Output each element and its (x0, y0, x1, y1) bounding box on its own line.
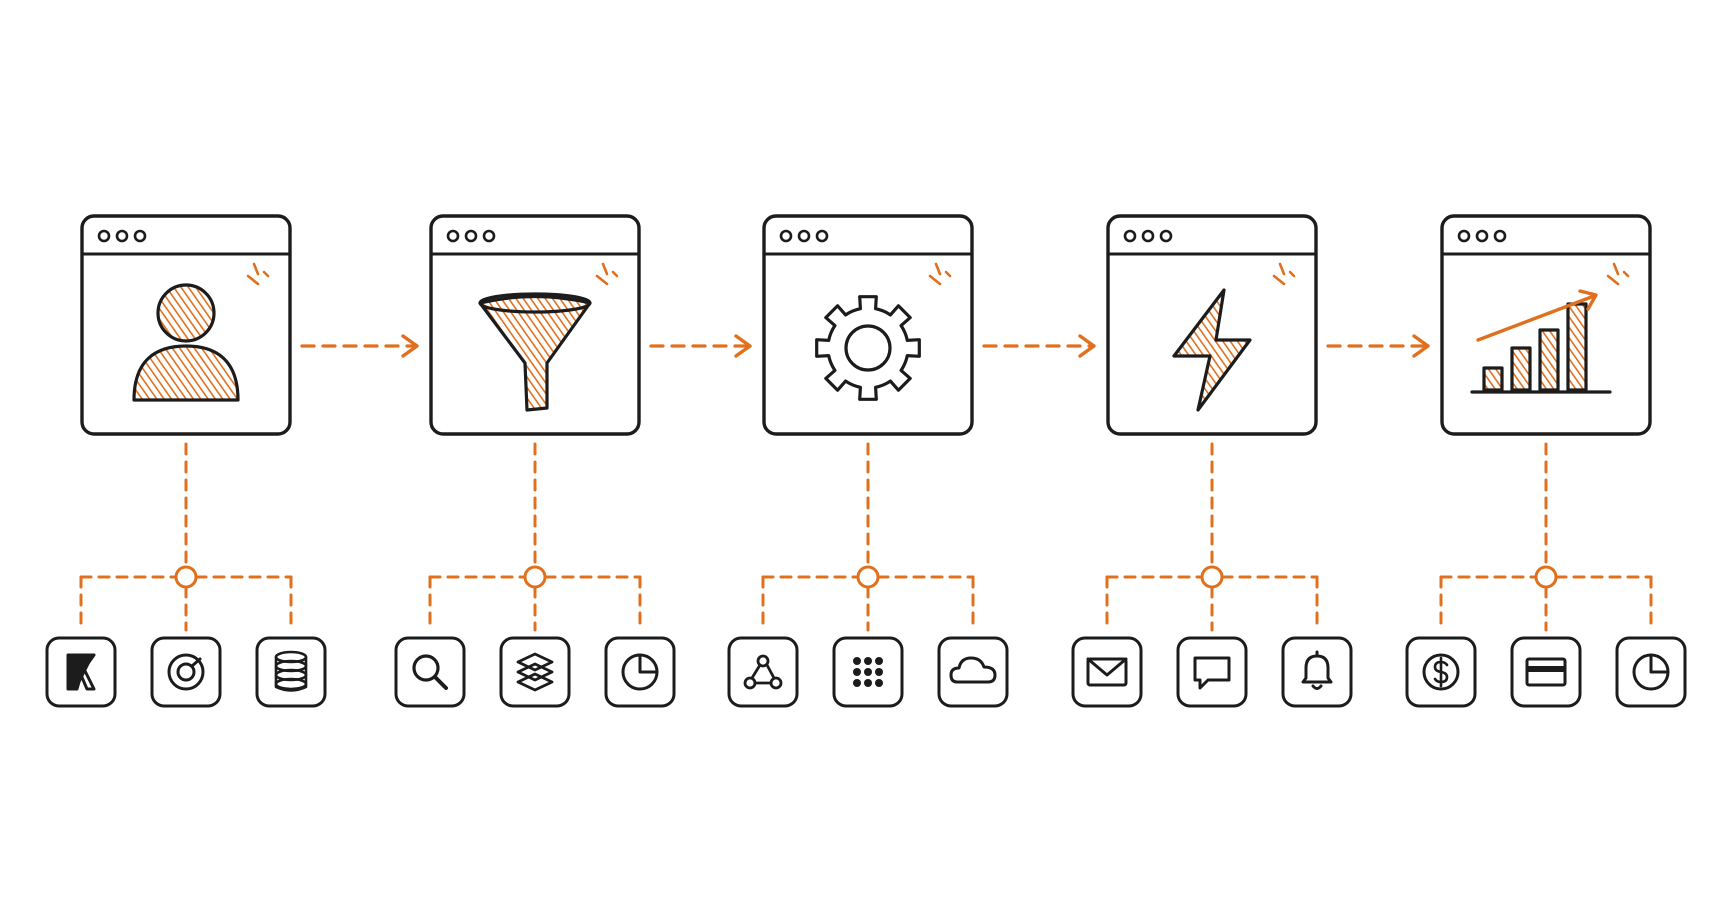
lightning-icon (1172, 288, 1252, 412)
sparkle-icon (928, 262, 952, 286)
window-dot (1123, 229, 1137, 243)
tool-database-icon (255, 636, 327, 708)
tool-box (394, 636, 466, 708)
stage-window (1440, 214, 1652, 436)
growth-chart-icon (1470, 289, 1612, 394)
branch-connector (79, 442, 293, 632)
branch-node (174, 565, 198, 589)
tool-grid-icon (832, 636, 904, 708)
flow-arrow (300, 334, 419, 358)
pie-chart-icon (1632, 653, 1670, 691)
sparkle-icon (595, 262, 619, 286)
window-dot (1493, 229, 1507, 243)
branch-connector (428, 442, 642, 632)
funnel-icon (478, 292, 592, 412)
branch-connector (761, 442, 975, 632)
window-dot (1457, 229, 1471, 243)
window-dot (1141, 229, 1155, 243)
window-dot (97, 229, 111, 243)
tool-box (1176, 636, 1248, 708)
pie-chart-icon (621, 653, 659, 691)
tool-search-icon (394, 636, 466, 708)
window-dot (1159, 229, 1173, 243)
tool-email-icon (1071, 636, 1143, 708)
branch-node (856, 565, 880, 589)
window-dot (115, 229, 129, 243)
branch-node (1534, 565, 1558, 589)
tool-box (937, 636, 1009, 708)
window-dot (797, 229, 811, 243)
layers-icon (516, 652, 554, 692)
tool-cloud-icon (937, 636, 1009, 708)
tool-box (727, 636, 799, 708)
flow-arrow (1326, 334, 1430, 358)
window-dot (133, 229, 147, 243)
window-dot (446, 229, 460, 243)
user-icon (132, 283, 240, 402)
tool-keap-icon (45, 636, 117, 708)
keap-icon (66, 653, 96, 691)
grid-icon (853, 657, 883, 687)
stage-4 (1071, 214, 1430, 708)
tool-box (499, 636, 571, 708)
tool-box (1281, 636, 1353, 708)
email-icon (1086, 657, 1128, 687)
branch-node (1200, 565, 1224, 589)
tool-target-icon (150, 636, 222, 708)
window-dot (464, 229, 478, 243)
database-icon (274, 650, 308, 692)
gear-icon (815, 295, 921, 401)
chat-icon (1193, 656, 1231, 690)
window-dot (482, 229, 496, 243)
stage-5 (1405, 214, 1687, 708)
tool-credit-card-icon (1510, 636, 1582, 708)
branch-connector (1105, 442, 1319, 632)
sparkle-icon (246, 262, 270, 286)
tool-box (1071, 636, 1143, 708)
window-dot (779, 229, 793, 243)
sparkle-icon (1272, 262, 1296, 286)
tool-chat-icon (1176, 636, 1248, 708)
search-icon (412, 654, 448, 690)
stage-3 (727, 214, 1096, 708)
sparkle-icon (1606, 262, 1630, 286)
credit-card-icon (1525, 657, 1567, 687)
tool-webhook-icon (727, 636, 799, 708)
tool-pie-chart-icon (1615, 636, 1687, 708)
flow-arrow (649, 334, 752, 358)
cloud-icon (949, 656, 997, 684)
window-dot (815, 229, 829, 243)
stage-2 (394, 214, 752, 708)
branch-node (523, 565, 547, 589)
branch-connector (1439, 442, 1653, 632)
tool-dollar-icon (1405, 636, 1477, 708)
tool-box (150, 636, 222, 708)
target-icon (167, 653, 205, 691)
stage-1 (45, 214, 419, 708)
tool-bell-icon (1281, 636, 1353, 708)
webhook-icon (743, 654, 783, 690)
window-dot (1475, 229, 1489, 243)
dollar-icon (1422, 653, 1460, 691)
bell-icon (1301, 650, 1333, 690)
flow-arrow (982, 334, 1096, 358)
tool-layers-icon (499, 636, 571, 708)
tool-pie-chart-icon (604, 636, 676, 708)
